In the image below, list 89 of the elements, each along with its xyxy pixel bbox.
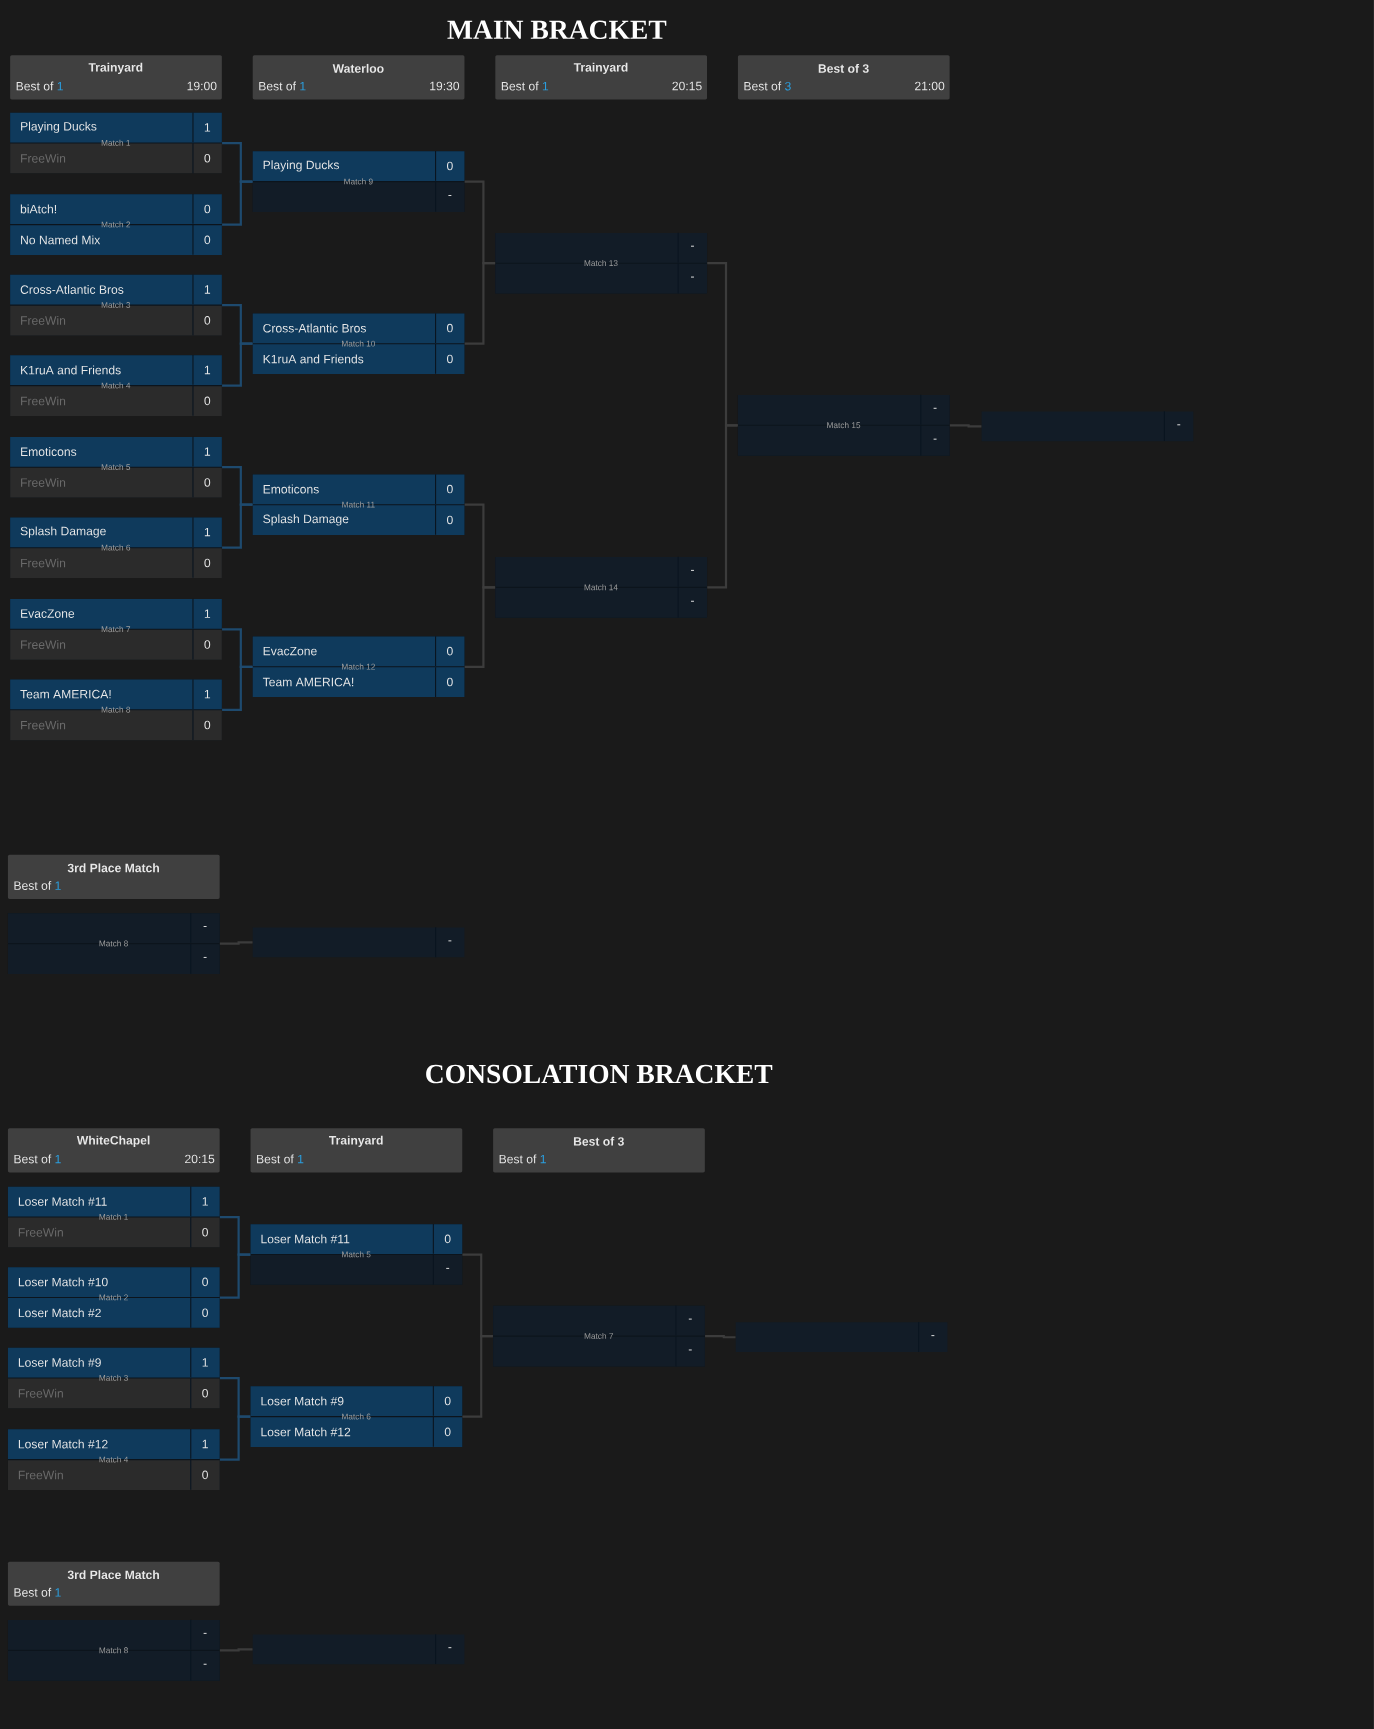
node-label: - xyxy=(933,407,937,409)
node-label: - xyxy=(688,1349,692,1351)
node-label: No Named Mix xyxy=(21,235,101,245)
bracket-line xyxy=(464,262,496,345)
round-header: Best of 3 Best of 1 xyxy=(493,1128,705,1173)
bracket-title: MAIN BRACKET xyxy=(447,20,667,40)
node-label: 0 xyxy=(444,1396,451,1406)
round-header: Trainyard Best of 1 xyxy=(250,1128,463,1173)
node-label: - xyxy=(203,1632,207,1634)
node-label: 0 xyxy=(202,1277,209,1287)
bracket-line xyxy=(222,503,253,549)
node-label: Loser Match #9 xyxy=(261,1396,344,1406)
match-box: biAtch! 0 No Named Mix 0 Match 2 xyxy=(10,193,222,256)
match-box: Loser Match #9 0 Loser Match #12 0 Match 6 xyxy=(250,1385,463,1448)
round-header: Trainyard Best of 1 19:00 xyxy=(10,55,222,100)
match-box: - - Match 7 xyxy=(493,1305,705,1367)
node-label: - xyxy=(691,245,694,247)
node-label: EvacZone xyxy=(263,646,317,656)
bracket-line xyxy=(222,665,253,711)
match-box: Playing Ducks 0 - Match 9 xyxy=(252,150,465,213)
node-label: Team AMERICA! xyxy=(262,677,354,687)
node-label: 0 xyxy=(204,235,211,245)
round-header: 3rd Place Match Best of 1 xyxy=(7,854,220,899)
round-header: WhiteChapel Best of 1 20:15 xyxy=(7,1128,220,1173)
match-box: Loser Match #10 0 Loser Match #2 0 Match 2 xyxy=(7,1266,220,1329)
match-box: K1ruA and Friends 1 FreeWin 0 Match 4 xyxy=(10,354,222,417)
node-label: - xyxy=(691,276,694,278)
node-label: 0 xyxy=(447,515,453,525)
node-label: 0 xyxy=(447,677,453,687)
node-label: - xyxy=(691,600,694,602)
node-label: K1ruA and Friends xyxy=(263,354,364,364)
bracket-line xyxy=(222,180,253,226)
bracket-line xyxy=(949,424,982,428)
round-header: Trainyard Best of 1 20:15 xyxy=(495,55,708,100)
node-label: Splash Damage xyxy=(263,514,349,526)
match-box: Team AMERICA! 1 FreeWin 0 Match 8 xyxy=(10,678,222,741)
node-label: 0 xyxy=(447,354,453,364)
bracket-line xyxy=(219,1253,251,1299)
match-box: - - Match 14 xyxy=(495,556,708,619)
bracket-line xyxy=(219,941,253,945)
node-label: - xyxy=(203,926,207,928)
match-box: Cross-Atlantic Bros 0 K1ruA and Friends 0 Match 10 xyxy=(252,312,465,375)
node-label: 0 xyxy=(447,646,453,656)
match-box: - - Match 13 xyxy=(495,232,708,294)
match-box: - - Match 15 xyxy=(737,394,950,456)
node-label: Cross-Atlantic Bros xyxy=(263,323,367,333)
node-label: - xyxy=(688,1318,692,1320)
node-label: Emoticons xyxy=(263,484,319,494)
match-box: - - Match 8 xyxy=(7,1619,220,1682)
node-label: Loser Match #2 xyxy=(18,1308,101,1318)
team-row: - xyxy=(981,410,1194,442)
node-label: 0 xyxy=(447,323,453,333)
node-label: 0 xyxy=(447,484,453,494)
bracket-line xyxy=(462,1335,493,1418)
node-label: Loser Match #10 xyxy=(18,1277,108,1287)
node-label: 0 xyxy=(204,204,211,214)
team-row: - xyxy=(252,1633,465,1665)
bracket-line xyxy=(464,586,496,668)
node-label: biAtch! xyxy=(20,204,57,214)
node-label: - xyxy=(203,1663,207,1665)
round-header: 3rd Place Match Best of 1 xyxy=(7,1561,220,1606)
round-header: Best of 3 Best of 3 21:00 xyxy=(737,55,950,100)
round-header: Waterloo Best of 1 19:30 xyxy=(252,55,465,100)
node-label: - xyxy=(691,569,694,571)
match-box: Loser Match #12 1 FreeWin 0 Match 4 xyxy=(7,1428,220,1491)
node-label: - xyxy=(203,956,207,958)
bracket-line xyxy=(707,424,738,589)
node-label: - xyxy=(933,438,937,440)
team-row: - xyxy=(252,926,465,958)
match-box: Loser Match #11 0 - Match 5 xyxy=(250,1223,463,1286)
match-box: Splash Damage 1 FreeWin 0 Match 6 xyxy=(10,516,222,579)
match-box: Playing Ducks 1 FreeWin 0 Match 1 xyxy=(10,111,222,174)
match-box: EvacZone 0 Team AMERICA! 0 Match 12 xyxy=(252,635,465,698)
bracket-line xyxy=(222,342,253,387)
match-box: EvacZone 1 FreeWin 0 Match 7 xyxy=(10,598,222,660)
bracket-title: CONSOLATION BRACKET xyxy=(426,1064,773,1084)
match-box: Cross-Atlantic Bros 1 FreeWin 0 Match 3 xyxy=(10,274,222,336)
match-box: - - Match 8 xyxy=(7,912,220,975)
bracket-line xyxy=(705,1335,736,1339)
team-row: - xyxy=(735,1321,948,1353)
match-box: Loser Match #11 1 FreeWin 0 Match 1 xyxy=(7,1185,220,1248)
node-label: 0 xyxy=(202,1308,209,1318)
bracket-line xyxy=(219,1415,251,1461)
match-box: Emoticons 0 Splash Damage 0 Match 11 xyxy=(252,473,465,536)
match-box: Emoticons 1 FreeWin 0 Match 5 xyxy=(10,436,222,498)
node-label: Loser Match #12 xyxy=(261,1427,351,1437)
match-box: Loser Match #9 1 FreeWin 0 Match 3 xyxy=(7,1346,220,1409)
bracket-line xyxy=(219,1648,253,1652)
node-label: 0 xyxy=(444,1427,451,1437)
